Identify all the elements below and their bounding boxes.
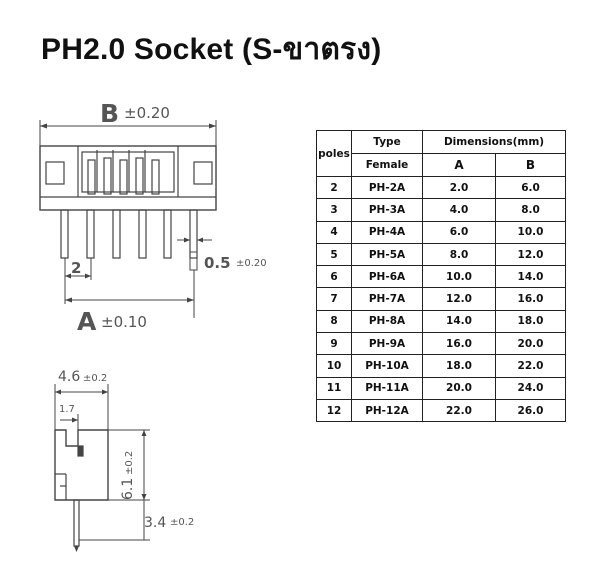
- poles-cell: 6: [316, 265, 352, 289]
- poles-cell: 12: [316, 398, 352, 423]
- a-dimension-tolerance: ±0.10: [101, 313, 147, 331]
- female-header: Female: [351, 153, 423, 177]
- poles-cell: 10: [316, 354, 352, 378]
- inner-dimension: 1.7: [59, 404, 75, 415]
- b-cell: 8.0: [495, 198, 566, 222]
- poles-cell: 3: [316, 198, 352, 222]
- a-cell: 12.0: [422, 287, 496, 311]
- a-cell: 20.0: [422, 376, 496, 400]
- b-cell: 16.0: [495, 287, 566, 311]
- height-dimension: 6.1: [120, 478, 136, 500]
- poles-cell: 5: [316, 242, 352, 267]
- poles-cell: 7: [316, 287, 352, 311]
- a-cell: 22.0: [422, 398, 496, 423]
- a-cell: 2.0: [422, 175, 496, 200]
- b-dimension-tolerance: ±0.20: [124, 104, 170, 122]
- poles-cell: 2: [316, 175, 352, 200]
- poles-cell: 8: [316, 309, 352, 334]
- dimensions-header: Dimensions(mm): [422, 130, 566, 154]
- type-cell: PH-2A: [351, 175, 423, 200]
- a-cell: 4.0: [422, 198, 496, 222]
- poles-cell: 9: [316, 332, 352, 356]
- type-cell: PH-7A: [351, 287, 423, 311]
- pin-width-tolerance: ±0.20: [236, 258, 267, 269]
- depth-dimension: 4.6: [58, 369, 80, 385]
- b-cell: 18.0: [495, 309, 566, 334]
- b-cell: 24.0: [495, 376, 566, 400]
- a-cell: 8.0: [422, 242, 496, 267]
- type-cell: PH-5A: [351, 242, 423, 267]
- pin-width-dimension: 0.5: [204, 254, 231, 272]
- b-header: B: [495, 153, 566, 177]
- poles-cell: 4: [316, 220, 352, 244]
- a-cell: 16.0: [422, 332, 496, 356]
- type-cell: PH-4A: [351, 220, 423, 244]
- b-cell: 6.0: [495, 175, 566, 200]
- a-cell: 18.0: [422, 354, 496, 378]
- b-cell: 14.0: [495, 265, 566, 289]
- b-cell: 26.0: [495, 398, 566, 423]
- depth-tolerance: ±0.2: [83, 373, 107, 384]
- a-dimension-letter: A: [77, 307, 97, 336]
- type-cell: PH-6A: [351, 265, 423, 289]
- poles-cell: 11: [316, 376, 352, 400]
- pin-length-tolerance: ±0.2: [170, 517, 194, 528]
- type-cell: PH-3A: [351, 198, 423, 222]
- side-view: [54, 384, 150, 552]
- type-cell: PH-9A: [351, 332, 423, 356]
- type-cell: PH-11A: [351, 376, 423, 400]
- page-title: PH2.0 Socket (S-ขาตรง): [41, 33, 382, 66]
- poles-header: poles: [316, 130, 352, 177]
- pin-length-dimension: 3.4: [144, 515, 166, 531]
- a-cell: 14.0: [422, 309, 496, 334]
- b-cell: 20.0: [495, 332, 566, 356]
- type-cell: PH-12A: [351, 398, 423, 423]
- a-cell: 10.0: [422, 265, 496, 289]
- pitch-dimension: 2: [71, 259, 81, 277]
- b-cell: 10.0: [495, 220, 566, 244]
- height-tolerance: ±0.2: [124, 451, 135, 475]
- type-cell: PH-10A: [351, 354, 423, 378]
- a-header: A: [422, 153, 496, 177]
- type-cell: PH-8A: [351, 309, 423, 334]
- b-cell: 12.0: [495, 242, 566, 267]
- b-dimension-letter: B: [100, 99, 119, 128]
- type-header: Type: [351, 130, 423, 154]
- front-view: [39, 120, 217, 318]
- b-cell: 22.0: [495, 354, 566, 378]
- a-cell: 6.0: [422, 220, 496, 244]
